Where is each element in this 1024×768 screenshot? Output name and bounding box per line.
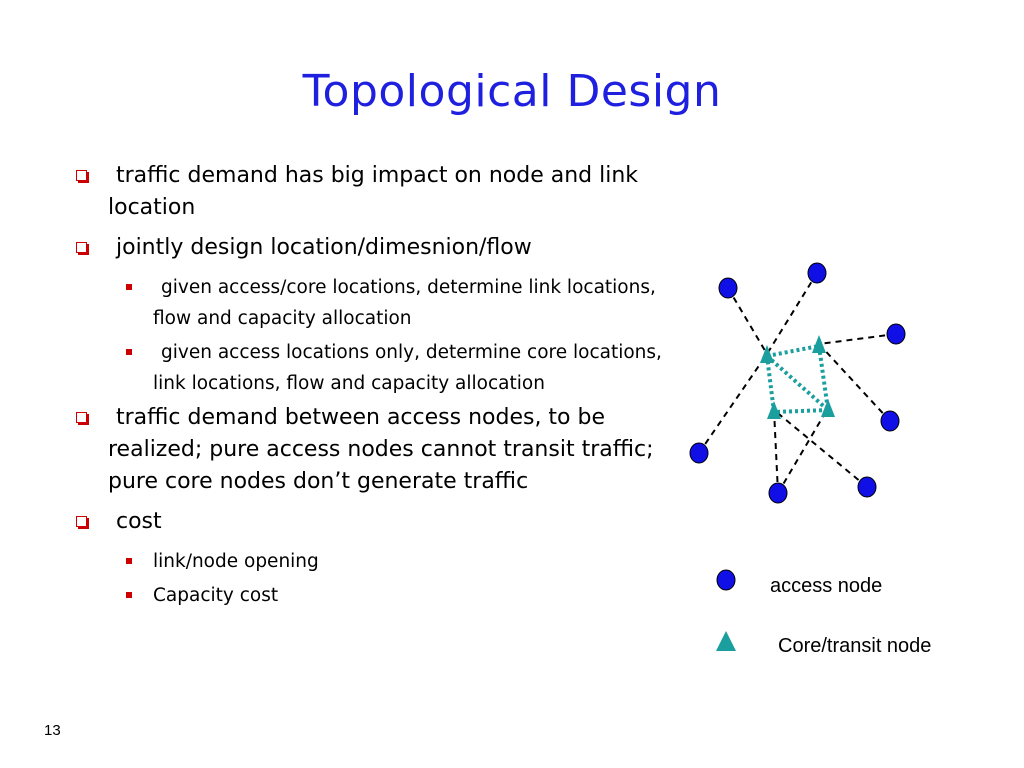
checkbox-bullet-icon (76, 170, 87, 181)
core-node-icon (760, 345, 774, 363)
core-link (765, 354, 830, 412)
checkbox-bullet-icon (76, 242, 87, 253)
sub-bullet-text: Capacity cost (153, 585, 279, 606)
access-link (766, 272, 818, 355)
sub-bullet-item: Capacity cost (70, 580, 690, 611)
checkbox-bullet-icon (76, 516, 87, 527)
access-link (727, 287, 768, 355)
access-link (773, 409, 868, 488)
legend-core-node-icon (716, 631, 736, 651)
sub-bullet-text: link/node opening (153, 551, 319, 572)
access-node-icon (857, 476, 877, 498)
access-node-icon (768, 482, 788, 504)
bullet-item: cost (70, 506, 690, 538)
square-bullet-icon (126, 592, 132, 598)
bullet-list: traffic demand has big impact on node an… (70, 160, 690, 614)
square-bullet-icon (126, 349, 132, 355)
square-bullet-icon (126, 558, 132, 564)
bullet-item: jointly design location/dimesnion/flow (70, 232, 690, 264)
core-node-icon (767, 401, 781, 419)
bullet-text: traffic demand has big impact on node an… (108, 163, 639, 220)
core-link (766, 344, 820, 358)
access-link (777, 407, 829, 494)
bullet-text: traffic demand between access nodes, to … (108, 405, 654, 494)
core-node-icon (812, 335, 826, 353)
access-links (698, 272, 897, 494)
access-link (698, 353, 768, 454)
core-nodes (760, 335, 835, 419)
access-link (773, 409, 779, 494)
sub-bullet-text: given access/core locations, determine l… (153, 277, 656, 329)
bullet-text: cost (116, 509, 162, 534)
square-bullet-icon (126, 284, 132, 290)
slide-title: Topological Design (302, 66, 722, 117)
access-node-icon (886, 323, 906, 345)
access-node-icon (718, 277, 738, 299)
core-link (773, 408, 829, 414)
core-link (765, 355, 776, 413)
legend-access-label: access node (770, 575, 882, 597)
bullet-item: traffic demand between access nodes, to … (70, 402, 690, 498)
legend-access-node-icon (716, 569, 736, 591)
access-nodes (689, 262, 906, 504)
checkbox-bullet-icon (76, 412, 87, 423)
access-link (818, 333, 897, 345)
access-node-icon (880, 410, 900, 432)
core-link (817, 345, 830, 411)
access-node-icon (807, 262, 827, 284)
sub-bullet-item: link/node opening (70, 546, 690, 577)
sub-bullet-text: given access locations only, determine c… (153, 342, 662, 394)
sub-bullet-item: given access locations only, determine c… (70, 337, 690, 399)
access-node-icon (689, 442, 709, 464)
sub-bullet-item: given access/core locations, determine l… (70, 272, 690, 334)
legend-core-label: Core/transit node (778, 635, 931, 657)
page-number: 13 (44, 722, 61, 739)
bullet-text: jointly design location/dimesnion/flow (116, 235, 532, 260)
bullet-item: traffic demand has big impact on node an… (70, 160, 690, 224)
core-links (765, 344, 830, 414)
core-node-icon (821, 399, 835, 417)
